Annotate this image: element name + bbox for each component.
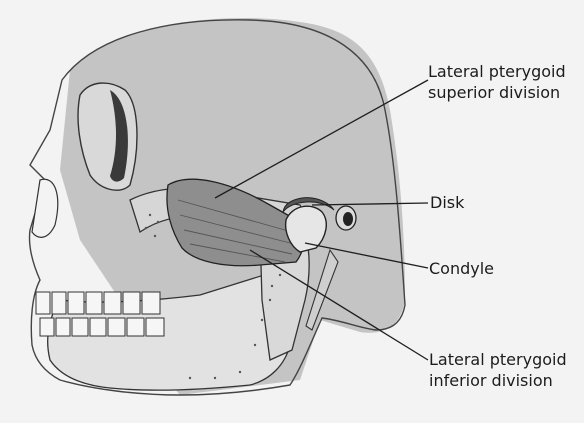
label-sup-line1: Lateral pterygoid	[428, 61, 566, 82]
label-inf-line2: inferior division	[429, 370, 567, 391]
label-lateral-pterygoid-inferior: Lateral pterygoid inferior division	[429, 349, 567, 391]
label-lateral-pterygoid-superior: Lateral pterygoid superior division	[428, 61, 566, 103]
label-disk: Disk	[430, 192, 464, 213]
nasal-aperture	[32, 179, 58, 237]
label-sup-line2: superior division	[428, 82, 566, 103]
label-condyle: Condyle	[429, 258, 494, 279]
label-inf-line1: Lateral pterygoid	[429, 349, 567, 370]
ear-canal-opening	[343, 212, 353, 226]
